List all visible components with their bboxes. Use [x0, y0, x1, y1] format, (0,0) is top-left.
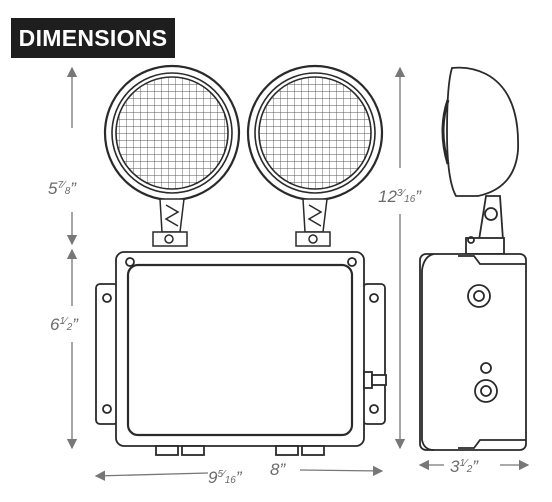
side-lamp-head: [441, 66, 519, 255]
right-lamp-head: [246, 64, 384, 202]
front-housing: [95, 251, 387, 456]
dimensions-title: DIMENSIONS: [11, 18, 175, 58]
depth-label: 31⁄2”: [450, 457, 479, 476]
left-lamp-stem: [152, 198, 188, 247]
overall-width-label: 95⁄16”: [208, 468, 243, 487]
right-lamp-stem: [295, 198, 331, 247]
dimension-lines: [66, 66, 530, 481]
left-lamp-head: [103, 64, 241, 202]
head-height-label: 57⁄8”: [48, 179, 77, 198]
body-height-label: 61⁄2”: [50, 315, 79, 334]
total-height-label: 123⁄16”: [378, 187, 422, 206]
side-housing: [419, 253, 527, 451]
body-width-label: 8”: [270, 460, 286, 479]
